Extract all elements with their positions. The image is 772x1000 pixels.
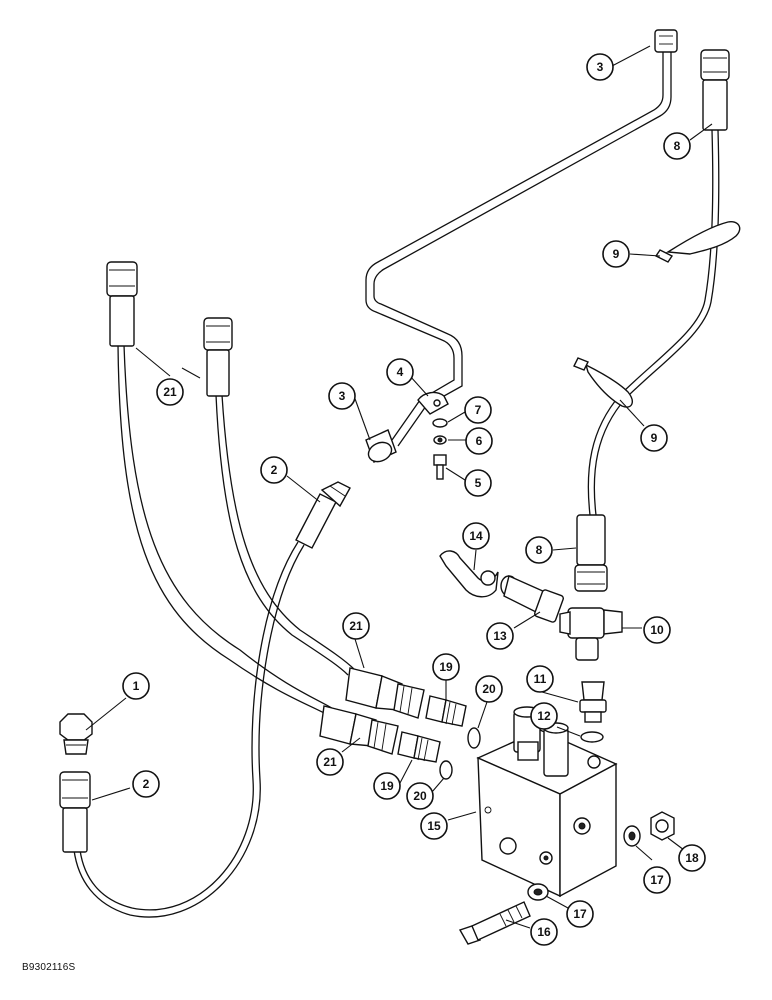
callout-label: 6 xyxy=(476,434,483,448)
hose-lines xyxy=(73,129,720,918)
callout-label: 18 xyxy=(685,851,699,865)
callout-label: 17 xyxy=(573,907,587,921)
callout-label: 11 xyxy=(534,672,547,686)
adapter-13 xyxy=(500,575,564,623)
callout-15: 15 xyxy=(420,812,448,840)
callout-label: 19 xyxy=(439,660,453,674)
callout-16: 16 xyxy=(530,918,558,946)
callout-label: 8 xyxy=(674,139,681,153)
callout-label: 10 xyxy=(650,623,664,637)
callout-12: 12 xyxy=(530,702,558,730)
callout-19-lower: 19 xyxy=(373,772,401,800)
callout-3-lower: 3 xyxy=(328,382,356,410)
callout-21-top: 21 xyxy=(156,378,184,406)
hose-fitting-8-lower xyxy=(574,514,608,592)
hose-fitting-2-lower xyxy=(59,771,91,853)
fitting-11 xyxy=(579,681,607,723)
callout-label: 2 xyxy=(271,463,278,477)
hose-fitting-21-middle xyxy=(203,317,233,397)
callout-20-upper: 20 xyxy=(475,675,503,703)
callout-label: 3 xyxy=(339,389,346,403)
callout-label: 13 xyxy=(493,629,507,643)
callout-label: 8 xyxy=(536,543,543,557)
clamp-hardware xyxy=(432,418,448,480)
valve-block-15 xyxy=(476,706,618,898)
callout-label: 4 xyxy=(397,365,404,379)
adapter-19-lower xyxy=(397,731,441,763)
callout-2-lower: 2 xyxy=(132,770,160,798)
callout-1: 1 xyxy=(122,672,150,700)
callout-3-top: 3 xyxy=(586,53,614,81)
callout-label: 3 xyxy=(597,60,604,74)
bracket-14 xyxy=(439,550,499,598)
callout-label: 2 xyxy=(143,777,150,791)
callout-label: 20 xyxy=(482,682,496,696)
callout-label: 21 xyxy=(323,755,337,769)
callout-label: 21 xyxy=(163,385,177,399)
callout-6: 6 xyxy=(465,427,493,455)
callout-label: 21 xyxy=(349,619,363,633)
callout-21-bottom: 21 xyxy=(316,748,344,776)
callout-8-top: 8 xyxy=(663,132,691,160)
callout-9-lower: 9 xyxy=(640,424,668,452)
figure-code: B9302116S xyxy=(22,962,76,973)
tube-clamp xyxy=(417,391,449,415)
washer-17-right xyxy=(623,825,641,847)
callout-label: 12 xyxy=(537,709,551,723)
callout-17-right: 17 xyxy=(643,866,671,894)
callout-label: 5 xyxy=(475,476,482,490)
nut-18 xyxy=(650,811,675,841)
callout-label: 9 xyxy=(613,247,620,261)
callout-21-middle: 21 xyxy=(342,612,370,640)
callout-8-lower: 8 xyxy=(525,536,553,564)
hose-fitting-2-upper xyxy=(295,481,351,549)
callout-17-bottom: 17 xyxy=(566,900,594,928)
hose-strap-lower xyxy=(573,357,633,408)
callout-label: 9 xyxy=(651,431,658,445)
callout-label: 19 xyxy=(380,779,394,793)
callout-label: 7 xyxy=(475,403,482,417)
callout-7: 7 xyxy=(464,396,492,424)
leader-lines xyxy=(85,45,713,929)
callout-2-upper: 2 xyxy=(260,456,288,484)
callout-4: 4 xyxy=(386,358,414,386)
callout-9-upper: 9 xyxy=(602,240,630,268)
callout-label: 1 xyxy=(133,679,140,693)
hose-strap-upper xyxy=(654,221,741,263)
callout-19-upper: 19 xyxy=(432,653,460,681)
o-ring-20-lower xyxy=(439,760,453,780)
callout-label: 15 xyxy=(427,819,441,833)
bolt-16 xyxy=(458,901,531,945)
o-ring-20-upper xyxy=(467,727,481,749)
tee-fitting-10 xyxy=(559,607,623,661)
callout-label: 17 xyxy=(650,873,664,887)
fitting-1 xyxy=(59,713,93,755)
hose-21-upper xyxy=(345,667,425,719)
callout-11: 11 xyxy=(526,665,554,693)
callout-label: 14 xyxy=(469,529,483,543)
adapter-19-upper xyxy=(425,695,467,727)
rigid-tube xyxy=(365,52,672,447)
callout-14: 14 xyxy=(462,522,490,550)
hose-fitting-21-left xyxy=(106,261,138,347)
tube-nut-top xyxy=(654,29,678,53)
o-ring-12 xyxy=(580,731,604,743)
hose-21-lower xyxy=(319,705,399,755)
callout-label: 20 xyxy=(413,789,427,803)
callout-13: 13 xyxy=(486,622,514,650)
hose-fitting-8-top xyxy=(700,49,730,131)
callout-5: 5 xyxy=(464,469,492,497)
tube-nut-lower xyxy=(365,429,397,463)
callout-20-lower: 20 xyxy=(406,782,434,810)
callout-10: 10 xyxy=(643,616,671,644)
callout-label: 16 xyxy=(537,925,551,939)
washer-17-bottom xyxy=(527,883,549,901)
callout-18: 18 xyxy=(678,844,706,872)
